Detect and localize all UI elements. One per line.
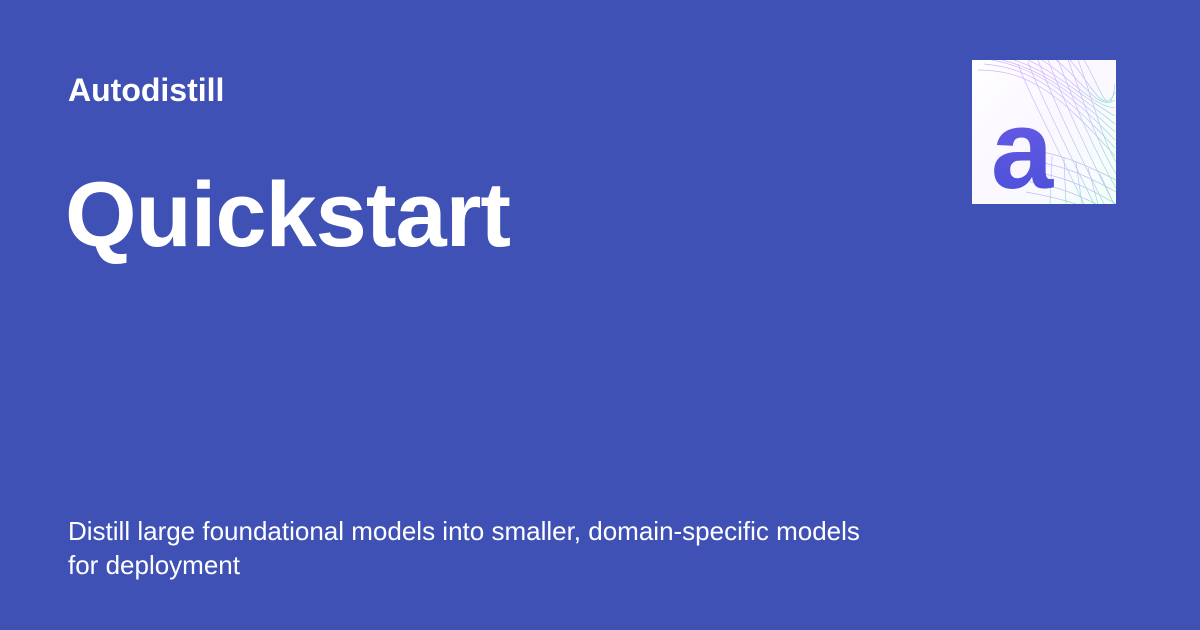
autodistill-logo-icon: a	[972, 60, 1116, 204]
site-name: Autodistill	[68, 72, 225, 108]
logo-grid	[977, 60, 1116, 204]
page-title: Quickstart	[65, 164, 511, 266]
logo-graphic: a	[972, 60, 1116, 204]
page-description: Distill large foundational models into s…	[68, 516, 860, 580]
logo-letter: a	[991, 87, 1054, 204]
